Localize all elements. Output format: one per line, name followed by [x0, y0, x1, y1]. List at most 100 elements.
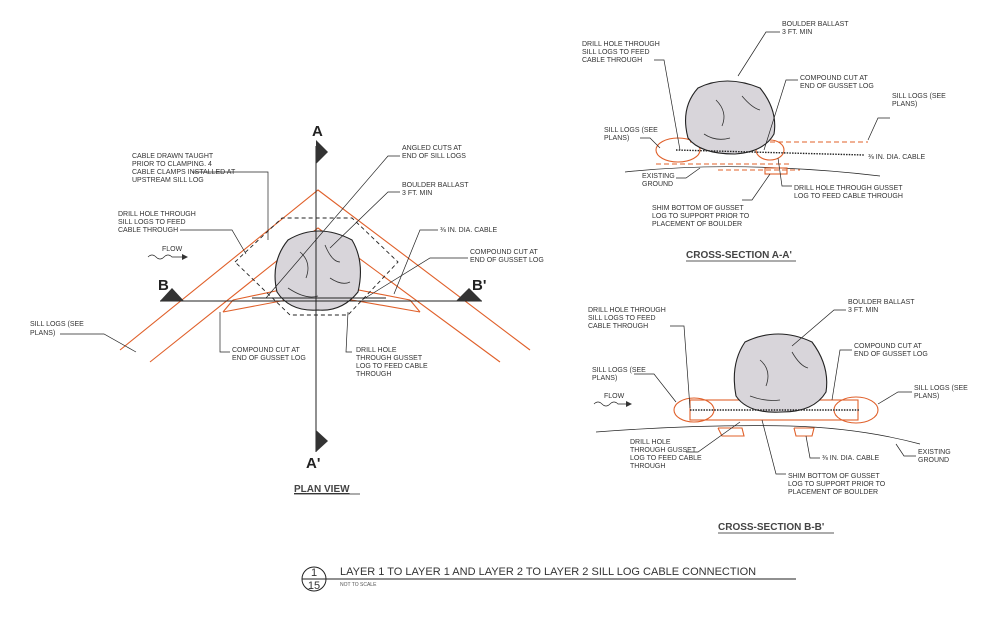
- label-boulder-plan: BOULDER BALLAST 3 FT. MIN: [402, 182, 469, 197]
- svg-text:SILL LOGS (SEE: SILL LOGS (SEE: [892, 93, 946, 100]
- section-b-marker: [160, 288, 184, 301]
- svg-text:COMPOUND CUT AT: COMPOUND CUT AT: [470, 249, 539, 256]
- sill-log-bb-left: [673, 397, 715, 423]
- shim-aa: [764, 167, 788, 175]
- svg-text:BOULDER BALLAST: BOULDER BALLAST: [402, 182, 469, 189]
- svg-text:THROUGH GUSSET: THROUGH GUSSET: [630, 447, 697, 454]
- flow-arrow-bb: [593, 401, 626, 407]
- svg-text:CABLE DRAWN TAUGHT: CABLE DRAWN TAUGHT: [132, 153, 214, 160]
- svg-text:BOULDER BALLAST: BOULDER BALLAST: [848, 299, 915, 306]
- boulder-bb: [733, 333, 828, 413]
- plan-view: A A' B B' FLOW CABLE DRAWN TAUGHT PRIOR …: [30, 123, 544, 495]
- svg-text:CABLE THROUGH: CABLE THROUGH: [118, 227, 178, 234]
- detail-title: LAYER 1 TO LAYER 1 AND LAYER 2 TO LAYER …: [340, 566, 756, 578]
- svg-text:DRILL HOLE THROUGH GUSSET: DRILL HOLE THROUGH GUSSET: [794, 185, 903, 192]
- svg-text:EXISTING: EXISTING: [918, 449, 951, 456]
- svg-text:PRIOR TO CLAMPING. 4: PRIOR TO CLAMPING. 4: [132, 161, 212, 168]
- svg-text:DRILL HOLE: DRILL HOLE: [356, 347, 397, 354]
- label-cable-dia-plan: ⅜ IN. DIA. CABLE: [440, 227, 498, 234]
- label-cable-drawn: CABLE DRAWN TAUGHT PRIOR TO CLAMPING. 4 …: [132, 153, 236, 184]
- section-bb-title: CROSS-SECTION B-B': [718, 522, 824, 533]
- label-sill-logs-right-aa: SILL LOGS (SEE PLANS): [892, 93, 946, 108]
- label-boulder-aa: BOULDER BALLAST 3 FT. MIN: [782, 21, 849, 36]
- label-existing-ground-aa: EXISTING GROUND: [642, 173, 675, 188]
- svg-text:COMPOUND CUT AT: COMPOUND CUT AT: [800, 75, 869, 82]
- svg-text:PLACEMENT OF BOULDER: PLACEMENT OF BOULDER: [788, 489, 878, 496]
- plan-view-title: PLAN VIEW: [294, 484, 350, 495]
- svg-text:SILL LOGS TO FEED: SILL LOGS TO FEED: [118, 219, 186, 226]
- section-b-prime-marker: [456, 288, 482, 301]
- svg-text:UPSTREAM SILL LOG: UPSTREAM SILL LOG: [132, 177, 204, 184]
- svg-text:3 FT. MIN: 3 FT. MIN: [782, 29, 812, 36]
- svg-text:LOG TO FEED CABLE: LOG TO FEED CABLE: [630, 455, 702, 462]
- detail-number: 1: [311, 567, 317, 579]
- svg-text:DRILL HOLE THROUGH: DRILL HOLE THROUGH: [588, 307, 666, 314]
- svg-text:THROUGH: THROUGH: [630, 463, 665, 470]
- label-drill-hole-plan: DRILL HOLE THROUGH SILL LOGS TO FEED CAB…: [118, 211, 196, 234]
- label-sill-logs-plan: SILL LOGS (SEE PLANS): [30, 321, 84, 337]
- svg-text:CABLE CLAMPS INSTALLED AT: CABLE CLAMPS INSTALLED AT: [132, 169, 236, 176]
- label-sill-logs-left-aa: SILL LOGS (SEE PLANS): [604, 127, 658, 142]
- label-drill-hole-gusset-aa: DRILL HOLE THROUGH GUSSET LOG TO FEED CA…: [794, 185, 903, 200]
- label-shim-bb: SHIM BOTTOM OF GUSSET LOG TO SUPPORT PRI…: [788, 473, 886, 496]
- flow-arrow-plan: [147, 254, 182, 260]
- svg-text:3 FT. MIN: 3 FT. MIN: [848, 307, 878, 314]
- label-sill-logs-right-bb: SILL LOGS (SEE PLANS): [914, 385, 968, 400]
- section-b-label: B: [158, 277, 169, 294]
- svg-text:3 FT. MIN: 3 FT. MIN: [402, 190, 432, 197]
- label-cable-dia-bb: ⅜ IN. DIA. CABLE: [822, 455, 880, 462]
- svg-text:COMPOUND CUT AT: COMPOUND CUT AT: [232, 347, 301, 354]
- label-angled-cuts: ANGLED CUTS AT END OF SILL LOGS: [402, 145, 466, 160]
- label-compound-cut-aa: COMPOUND CUT AT END OF GUSSET LOG: [800, 75, 874, 90]
- svg-text:CABLE THROUGH: CABLE THROUGH: [588, 323, 648, 330]
- label-compound-cut-plan-bottom: COMPOUND CUT AT END OF GUSSET LOG: [232, 347, 306, 362]
- svg-text:CABLE THROUGH: CABLE THROUGH: [582, 57, 642, 64]
- svg-text:LOG TO FEED CABLE THROUGH: LOG TO FEED CABLE THROUGH: [794, 193, 903, 200]
- svg-text:LOG TO SUPPORT PRIOR TO: LOG TO SUPPORT PRIOR TO: [788, 481, 886, 488]
- label-compound-cut-plan: COMPOUND CUT AT END OF GUSSET LOG: [470, 249, 544, 264]
- label-cable-dia-aa: ⅜ IN. DIA. CABLE: [868, 154, 926, 161]
- section-a-prime-marker: [316, 430, 328, 452]
- title-block: 1 15 LAYER 1 TO LAYER 1 AND LAYER 2 TO L…: [301, 566, 796, 592]
- svg-text:SILL LOGS TO FEED: SILL LOGS TO FEED: [582, 49, 650, 56]
- svg-text:COMPOUND CUT AT: COMPOUND CUT AT: [854, 343, 923, 350]
- svg-text:PLANS): PLANS): [30, 330, 55, 337]
- label-drill-hole-gusset-bb: DRILL HOLE THROUGH GUSSET LOG TO FEED CA…: [630, 439, 702, 470]
- label-existing-ground-bb: EXISTING GROUND: [918, 449, 951, 464]
- section-aa-title: CROSS-SECTION A-A': [686, 250, 792, 261]
- ground-line-bb: [595, 425, 921, 445]
- svg-text:GROUND: GROUND: [642, 181, 673, 188]
- svg-text:DRILL HOLE THROUGH: DRILL HOLE THROUGH: [582, 41, 660, 48]
- label-drill-hole-bb: DRILL HOLE THROUGH SILL LOGS TO FEED CAB…: [588, 307, 666, 330]
- svg-text:SILL LOGS (SEE: SILL LOGS (SEE: [604, 127, 658, 134]
- svg-text:SHIM BOTTOM OF GUSSET: SHIM BOTTOM OF GUSSET: [652, 205, 744, 212]
- svg-text:BOULDER BALLAST: BOULDER BALLAST: [782, 21, 849, 28]
- svg-text:PLANS): PLANS): [592, 375, 617, 382]
- svg-text:SILL LOGS (SEE: SILL LOGS (SEE: [30, 321, 84, 328]
- svg-text:END OF GUSSET LOG: END OF GUSSET LOG: [854, 351, 928, 358]
- label-drill-hole-aa: DRILL HOLE THROUGH SILL LOGS TO FEED CAB…: [582, 41, 660, 64]
- svg-text:SILL LOGS (SEE: SILL LOGS (SEE: [592, 367, 646, 374]
- svg-text:LOG TO SUPPORT PRIOR TO: LOG TO SUPPORT PRIOR TO: [652, 213, 750, 220]
- scale-note: NOT TO SCALE: [340, 582, 377, 588]
- label-drill-hole-gusset-plan: DRILL HOLE THROUGH GUSSET LOG TO FEED CA…: [356, 347, 428, 378]
- svg-text:PLACEMENT OF BOULDER: PLACEMENT OF BOULDER: [652, 221, 742, 228]
- svg-text:GROUND: GROUND: [918, 457, 949, 464]
- svg-text:PLANS): PLANS): [914, 393, 939, 400]
- label-sill-logs-left-bb: SILL LOGS (SEE PLANS): [592, 367, 646, 382]
- cross-section-aa: BOULDER BALLAST 3 FT. MIN DRILL HOLE THR…: [582, 21, 946, 262]
- svg-text:THROUGH GUSSET: THROUGH GUSSET: [356, 355, 423, 362]
- svg-text:SILL LOGS TO FEED: SILL LOGS TO FEED: [588, 315, 656, 322]
- label-boulder-bb: BOULDER BALLAST 3 FT. MIN: [848, 299, 915, 314]
- boulder-aa: [685, 80, 776, 155]
- dashed-gusset-outline: [234, 217, 399, 316]
- flow-label-plan: FLOW: [162, 246, 183, 253]
- svg-text:DRILL HOLE: DRILL HOLE: [630, 439, 671, 446]
- svg-text:DRILL HOLE THROUGH: DRILL HOLE THROUGH: [118, 211, 196, 218]
- section-a-marker: [316, 140, 328, 164]
- svg-text:END OF GUSSET LOG: END OF GUSSET LOG: [470, 257, 544, 264]
- svg-text:END OF SILL LOGS: END OF SILL LOGS: [402, 153, 466, 160]
- svg-text:PLANS): PLANS): [892, 101, 917, 108]
- section-a-prime-label: A': [306, 455, 320, 472]
